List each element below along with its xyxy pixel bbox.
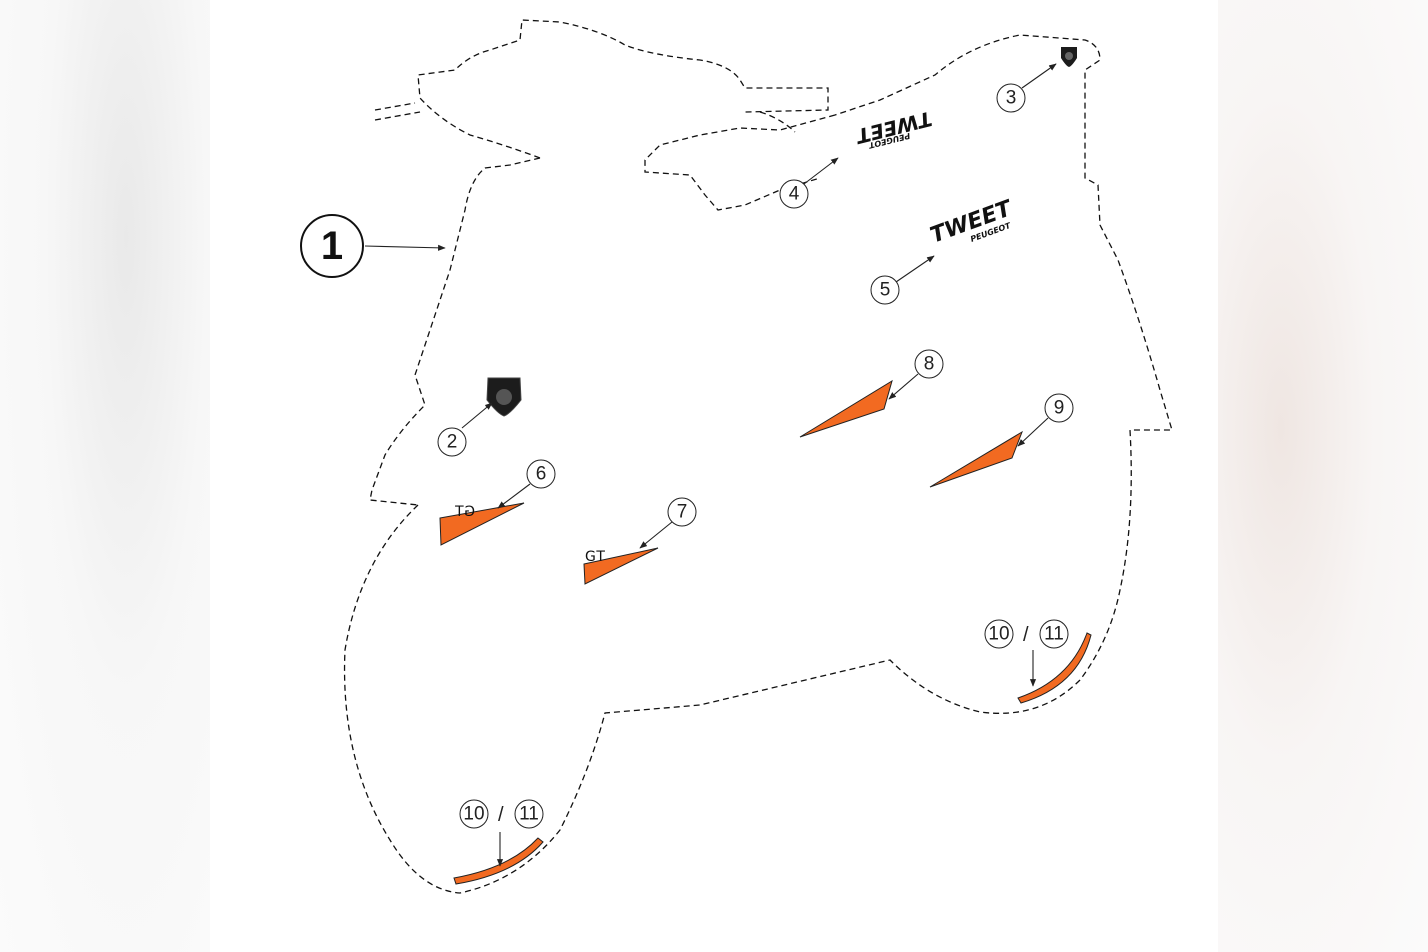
callout-front-separator: / (498, 804, 504, 826)
small-lion-badge-decal (1061, 47, 1077, 67)
callout-4-leader (803, 157, 839, 185)
callout-7-label: 7 (677, 502, 688, 523)
gt-text: GT (585, 549, 606, 565)
callout-10-11-front: 10 / 11 (459, 799, 544, 867)
callout-7-circle (667, 497, 697, 527)
lion-head-icon (496, 389, 512, 405)
callout-1: 1 (300, 214, 446, 278)
callout-3-circle (996, 83, 1026, 113)
right-background-margin (1218, 0, 1428, 952)
callout-8: 8 (888, 349, 944, 400)
callout-10-11-rear: 10 / 11 (984, 619, 1069, 687)
callout-2: 2 (437, 402, 493, 457)
callout-9: 9 (1017, 393, 1074, 447)
scooter-outline (343, 19, 1173, 894)
tweet-logo-mirrored-decal: TWEET PEUGEOT (853, 106, 935, 150)
callout-9-label: 9 (1054, 398, 1065, 419)
callout-9-circle (1044, 393, 1074, 423)
callout-8-label: 8 (924, 354, 935, 375)
callout-8-leader (888, 373, 919, 400)
callout-11-rear-label: 11 (1044, 624, 1064, 645)
small-lion-head-icon (1065, 52, 1073, 60)
left-background-margin (0, 0, 210, 952)
callout-4: 4 (779, 157, 839, 209)
callout-4-circle (779, 179, 809, 209)
callout-7-leader (639, 521, 673, 549)
callout-9-leader (1017, 417, 1049, 447)
callout-11-front-label: 11 (519, 804, 539, 825)
callout-2-circle (437, 427, 467, 457)
callout-2-leader (461, 402, 493, 429)
callout-6-circle (526, 459, 556, 489)
callout-11-rear-circle (1039, 619, 1069, 649)
callout-7: 7 (639, 497, 697, 549)
callout-5: 5 (870, 255, 935, 305)
gt-mirrored-stripe-decal: GT (439, 502, 525, 546)
callout-5-circle (870, 275, 900, 305)
lion-badge-decal (486, 377, 522, 417)
callout-10-front-label: 10 (463, 804, 484, 825)
diagram-sheet (210, 0, 1218, 952)
callout-11-front-circle (514, 799, 544, 829)
tweet-logo-decal: TWEET PEUGEOT (927, 196, 1017, 249)
rear-trim-strip-decal (1017, 632, 1092, 704)
callout-5-label: 5 (880, 280, 891, 301)
callout-8-circle (914, 349, 944, 379)
callout-5-leader (895, 255, 935, 283)
callout-6-label: 6 (536, 464, 547, 485)
callout-10-rear-circle (984, 619, 1014, 649)
front-trim-strip-decal (453, 837, 544, 885)
callout-6-leader (497, 483, 531, 509)
callout-3: 3 (996, 63, 1057, 113)
stripe-9-decal (929, 430, 1023, 488)
callout-3-leader (1021, 63, 1057, 89)
callout-1-leader (364, 244, 446, 251)
gt-stripe-decal: GT (583, 547, 659, 585)
callout-10-rear-label: 10 (988, 624, 1009, 645)
callout-4-label: 4 (789, 184, 800, 205)
callout-2-label: 2 (447, 432, 458, 453)
callout-1-circle (300, 214, 364, 278)
stripe-8-decal (799, 379, 893, 438)
callout-6: 6 (497, 459, 556, 509)
callout-10-front-circle (459, 799, 489, 829)
callout-rear-separator: / (1023, 624, 1029, 646)
callout-3-label: 3 (1006, 88, 1017, 109)
gt-mirrored-text: GT (454, 504, 475, 520)
callout-1-label: 1 (321, 224, 343, 268)
